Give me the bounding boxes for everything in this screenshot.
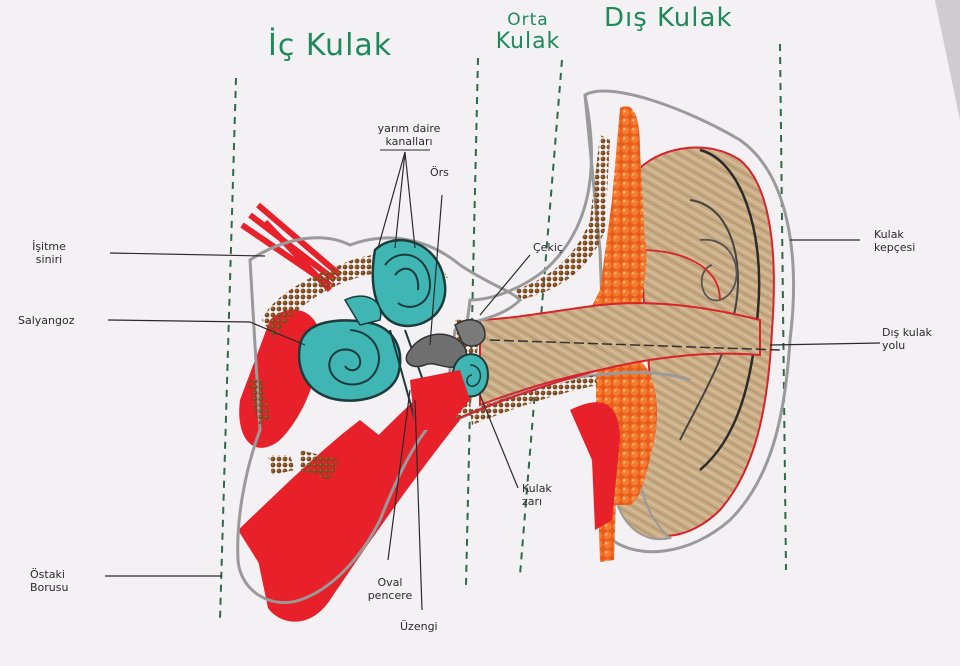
label-auricle-line2: kepçesi xyxy=(874,241,916,254)
leader-malleus xyxy=(479,254,531,316)
leader-stapes xyxy=(414,399,423,611)
ear-canal-brown-beads-bottom xyxy=(470,375,598,425)
canal-bottom-red xyxy=(570,402,620,530)
label-eustachian-line1: Östaki xyxy=(30,568,65,581)
orange-beads-upper xyxy=(580,106,647,330)
ear-canal-brown-beads-top xyxy=(515,135,610,300)
auricle-red-detail xyxy=(639,249,721,301)
title-middle-ear-line2: Kulak xyxy=(495,29,561,54)
semicircular-canals xyxy=(371,239,447,328)
label-hearing-nerve-line1: İşitme xyxy=(32,240,66,253)
board-edge xyxy=(935,0,960,120)
label-oval-window-line2: pencere xyxy=(367,589,413,602)
semicircular-canal-loop-1 xyxy=(384,253,432,308)
ear-canal xyxy=(453,94,781,425)
label-ear-canal-line2: yolu xyxy=(882,339,906,352)
title-middle-ear-line1: Orta xyxy=(507,10,549,30)
leader-ear-canal xyxy=(769,342,881,346)
label-eardrum-line1: Kulak xyxy=(522,482,552,495)
label-auricle-line1: Kulak xyxy=(874,228,904,241)
leader-semicircular-2 xyxy=(394,151,406,249)
label-semicircular-line2: kanalları xyxy=(385,135,433,148)
divider-outer-right xyxy=(779,43,787,571)
ear-canal-dark-line xyxy=(489,339,781,351)
eustachian-tube xyxy=(258,395,460,622)
label-incus: Örs xyxy=(430,166,449,179)
leader-eardrum xyxy=(479,394,519,489)
label-eardrum: Kulak zarı xyxy=(522,482,552,508)
leader-hearing-nerve xyxy=(109,252,266,257)
auricle-helix-curve xyxy=(699,148,761,471)
label-eardrum-line2: zarı xyxy=(522,495,543,508)
red-lower-band xyxy=(238,420,385,565)
title-outer-ear: Dış Kulak xyxy=(604,3,733,33)
inner-ear-brown-beads-low xyxy=(248,380,340,480)
label-auricle: Kulak kepçesi xyxy=(874,228,915,254)
label-ear-canal: Dış kulak yolu xyxy=(882,326,932,352)
leader-lines xyxy=(105,151,881,611)
label-ear-canal-line1: Dış kulak xyxy=(882,326,932,339)
auricle-antihelix xyxy=(679,199,739,441)
leader-incus xyxy=(429,194,443,346)
auricle-gray-outline xyxy=(583,89,795,554)
cochlea-spiral xyxy=(328,329,380,386)
label-semicircular-line1: yarım daire xyxy=(377,122,441,135)
hearing-nerve-strands xyxy=(240,202,342,293)
leader-semicircular-1 xyxy=(377,151,406,249)
title-middle-ear: Orta Kulak xyxy=(488,10,568,54)
label-oval-window-line1: Oval xyxy=(377,576,403,589)
vestibule-turquoise xyxy=(343,295,382,326)
eardrum-spiral xyxy=(466,364,482,387)
label-hearing-nerve: İşitme siniri xyxy=(14,240,84,266)
label-eustachian-line2: Borusu xyxy=(30,581,69,594)
auricle-inner-spiral xyxy=(699,239,738,302)
label-hearing-nerve-line2: siniri xyxy=(35,253,63,266)
leader-oval-window xyxy=(387,389,411,561)
semicircular-canal-loop-2 xyxy=(394,267,420,291)
ear-canal-gray-outline xyxy=(453,94,691,423)
inner-ear xyxy=(236,236,523,605)
ear-canal-jute xyxy=(479,302,761,407)
middle-ear xyxy=(405,319,601,430)
middle-ear-red-wedge xyxy=(410,370,470,430)
label-oval-window: Oval pencere xyxy=(360,576,420,602)
title-inner-ear: İç Kulak xyxy=(268,28,393,63)
label-stapes: Üzengi xyxy=(400,620,438,633)
leader-semicircular-3 xyxy=(404,151,416,249)
malleus-gray xyxy=(454,319,486,347)
label-cochlea: Salyangoz xyxy=(18,314,75,327)
label-malleus: Çekiç xyxy=(533,241,563,254)
divider-middle-outer xyxy=(519,59,563,576)
middle-ear-pipe-outline xyxy=(454,369,601,421)
label-eustachian-tube: Östaki Borusu xyxy=(30,568,68,594)
leader-cochlea xyxy=(107,319,306,346)
label-semicircular-canals: yarım daire kanalları xyxy=(364,122,454,148)
cochlea xyxy=(297,319,402,402)
